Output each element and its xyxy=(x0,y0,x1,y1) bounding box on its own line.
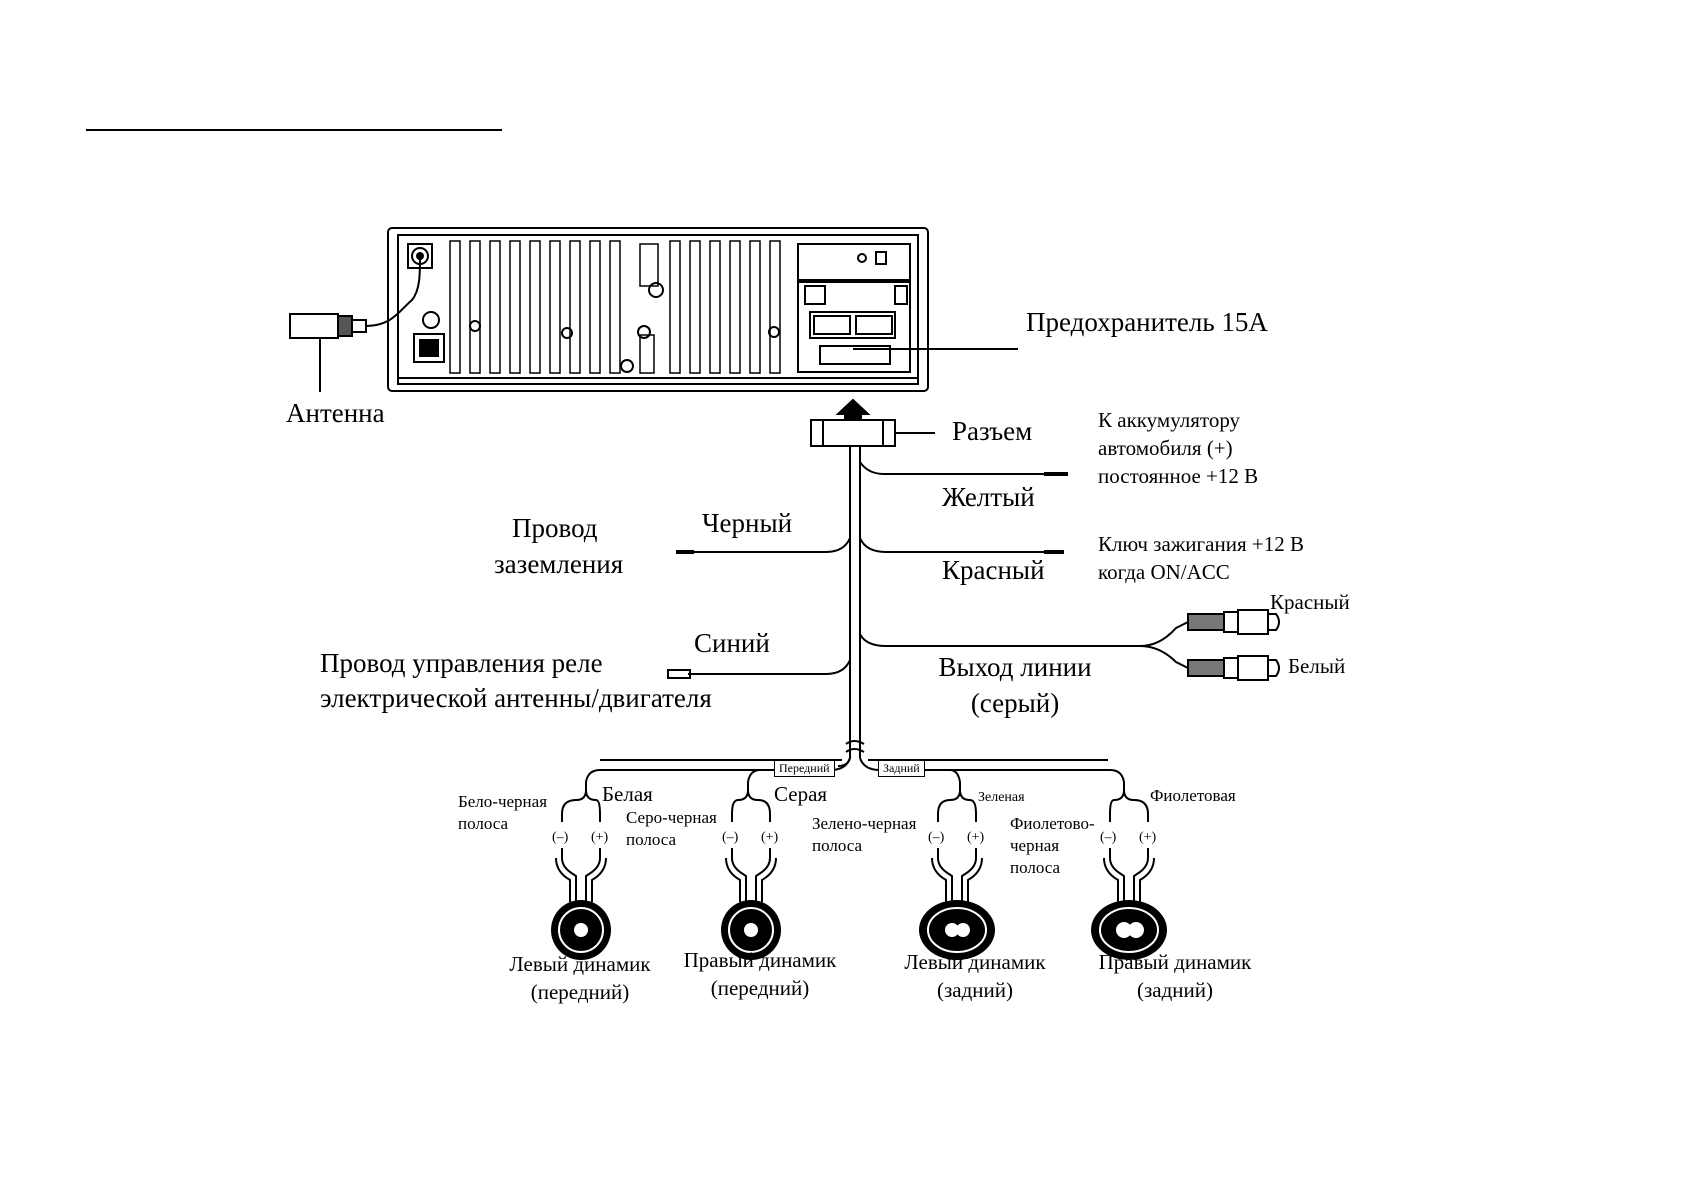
speaker-3-pos-wire: Зеленая xyxy=(978,790,1025,805)
speaker-2-neg-terminal: (–) xyxy=(722,830,739,845)
battery-label-line-3: постоянное +12 В xyxy=(1098,464,1259,488)
speaker-right-rear xyxy=(1091,900,1167,960)
rear-tag: Задний xyxy=(878,760,925,777)
rca-red-label: Красный xyxy=(1270,590,1350,614)
speaker-3-wiring xyxy=(931,782,983,902)
iso-connector-block xyxy=(797,243,911,373)
speaker-bus xyxy=(585,757,1125,783)
speaker-2-name-line-1: Правый динамик xyxy=(683,948,837,972)
speaker-4-wiring xyxy=(1103,782,1155,902)
speaker-4-name-line-2: (задний) xyxy=(1136,978,1213,1002)
speaker-1-pos-wire: Белая xyxy=(602,782,653,806)
speaker-1-neg-wire-line-2: полоса xyxy=(458,814,509,833)
speaker-1-wiring xyxy=(555,782,607,902)
rca-plug-white xyxy=(1187,655,1280,681)
speaker-2-neg-wire-line-2: полоса xyxy=(626,830,677,849)
battery-label-line-2: автомобиля (+) xyxy=(1098,436,1233,460)
battery-label-line-1: К аккумулятору xyxy=(1098,408,1241,432)
ignition-label-line-2: когда ON/ACC xyxy=(1098,560,1230,584)
line-out-wire xyxy=(859,621,1189,647)
connector-label: Разъем xyxy=(952,416,1033,446)
line-out-label-line-1: Выход линии xyxy=(938,652,1092,682)
blue-relay-wire xyxy=(688,659,851,675)
black-wire-label: Черный xyxy=(702,508,793,538)
rca-white-label: Белый xyxy=(1288,654,1346,678)
antenna-socket xyxy=(407,243,445,363)
speaker-3-neg-terminal: (–) xyxy=(928,830,945,845)
harness-trunk xyxy=(845,446,865,758)
speaker-2-name-line-2: (передний) xyxy=(710,976,810,1000)
red-ignition-wire xyxy=(859,537,1064,553)
ignition-label-line-1: Ключ зажигания +12 В xyxy=(1098,532,1304,556)
speaker-2-pos-wire: Серая xyxy=(774,782,828,806)
speaker-4-name-line-1: Правый динамик xyxy=(1098,950,1252,974)
relay-label-line-2: электрической антенны/двигателя xyxy=(320,683,712,713)
speaker-4-neg-wire-line-2: черная xyxy=(1010,836,1060,855)
speaker-1-name-line-1: Левый динамик xyxy=(509,952,651,976)
speaker-4-neg-wire-line-3: полоса xyxy=(1010,858,1061,877)
speaker-4-pos-terminal: (+) xyxy=(1139,830,1157,845)
speaker-1-name-line-2: (передний) xyxy=(530,980,630,1004)
speaker-3-name-line-2: (задний) xyxy=(936,978,1013,1002)
speaker-left-front xyxy=(551,900,611,960)
speaker-2-pos-terminal: (+) xyxy=(761,830,779,845)
line-out-label-line-2: (серый) xyxy=(970,688,1060,718)
front-tag: Передний xyxy=(774,760,835,777)
speaker-3-pos-terminal: (+) xyxy=(967,830,985,845)
ground-label-line-1: Провод xyxy=(512,513,598,543)
ground-label-line-2: заземления xyxy=(494,549,624,579)
rca-plug-red xyxy=(1187,609,1280,635)
speaker-3-name-line-1: Левый динамик xyxy=(904,950,1046,974)
speaker-left-rear xyxy=(919,900,995,960)
antenna-plug xyxy=(289,255,421,392)
red-wire-label: Красный xyxy=(942,555,1045,585)
speaker-right-front xyxy=(721,900,781,960)
antenna-label: Антенна xyxy=(286,398,385,428)
blue-wire-label: Синий xyxy=(694,628,770,658)
head-unit-rear-panel xyxy=(387,227,929,392)
yellow-wire xyxy=(859,461,1068,475)
speaker-4-pos-wire: Фиолетовая xyxy=(1150,786,1236,805)
speaker-3-neg-wire-line-1: Зелено-черная xyxy=(812,814,917,833)
speaker-1-neg-terminal: (–) xyxy=(552,830,569,845)
speaker-2-neg-wire-line-1: Серо-черная xyxy=(626,808,717,827)
yellow-wire-label: Желтый xyxy=(942,482,1035,512)
heatsink-fins xyxy=(449,240,781,374)
speaker-4-neg-terminal: (–) xyxy=(1100,830,1117,845)
speaker-2-wiring xyxy=(725,782,777,902)
speaker-4-neg-wire-line-1: Фиолетово- xyxy=(1010,814,1095,833)
speaker-1-neg-wire-line-1: Бело-черная xyxy=(458,792,548,811)
relay-label-line-1: Провод управления реле xyxy=(320,648,603,678)
fuse-label: Предохранитель 15А xyxy=(1026,307,1268,337)
main-connector xyxy=(810,398,935,447)
speaker-3-neg-wire-line-2: полоса xyxy=(812,836,863,855)
speaker-1-pos-terminal: (+) xyxy=(591,830,609,845)
black-ground-wire xyxy=(676,537,851,553)
